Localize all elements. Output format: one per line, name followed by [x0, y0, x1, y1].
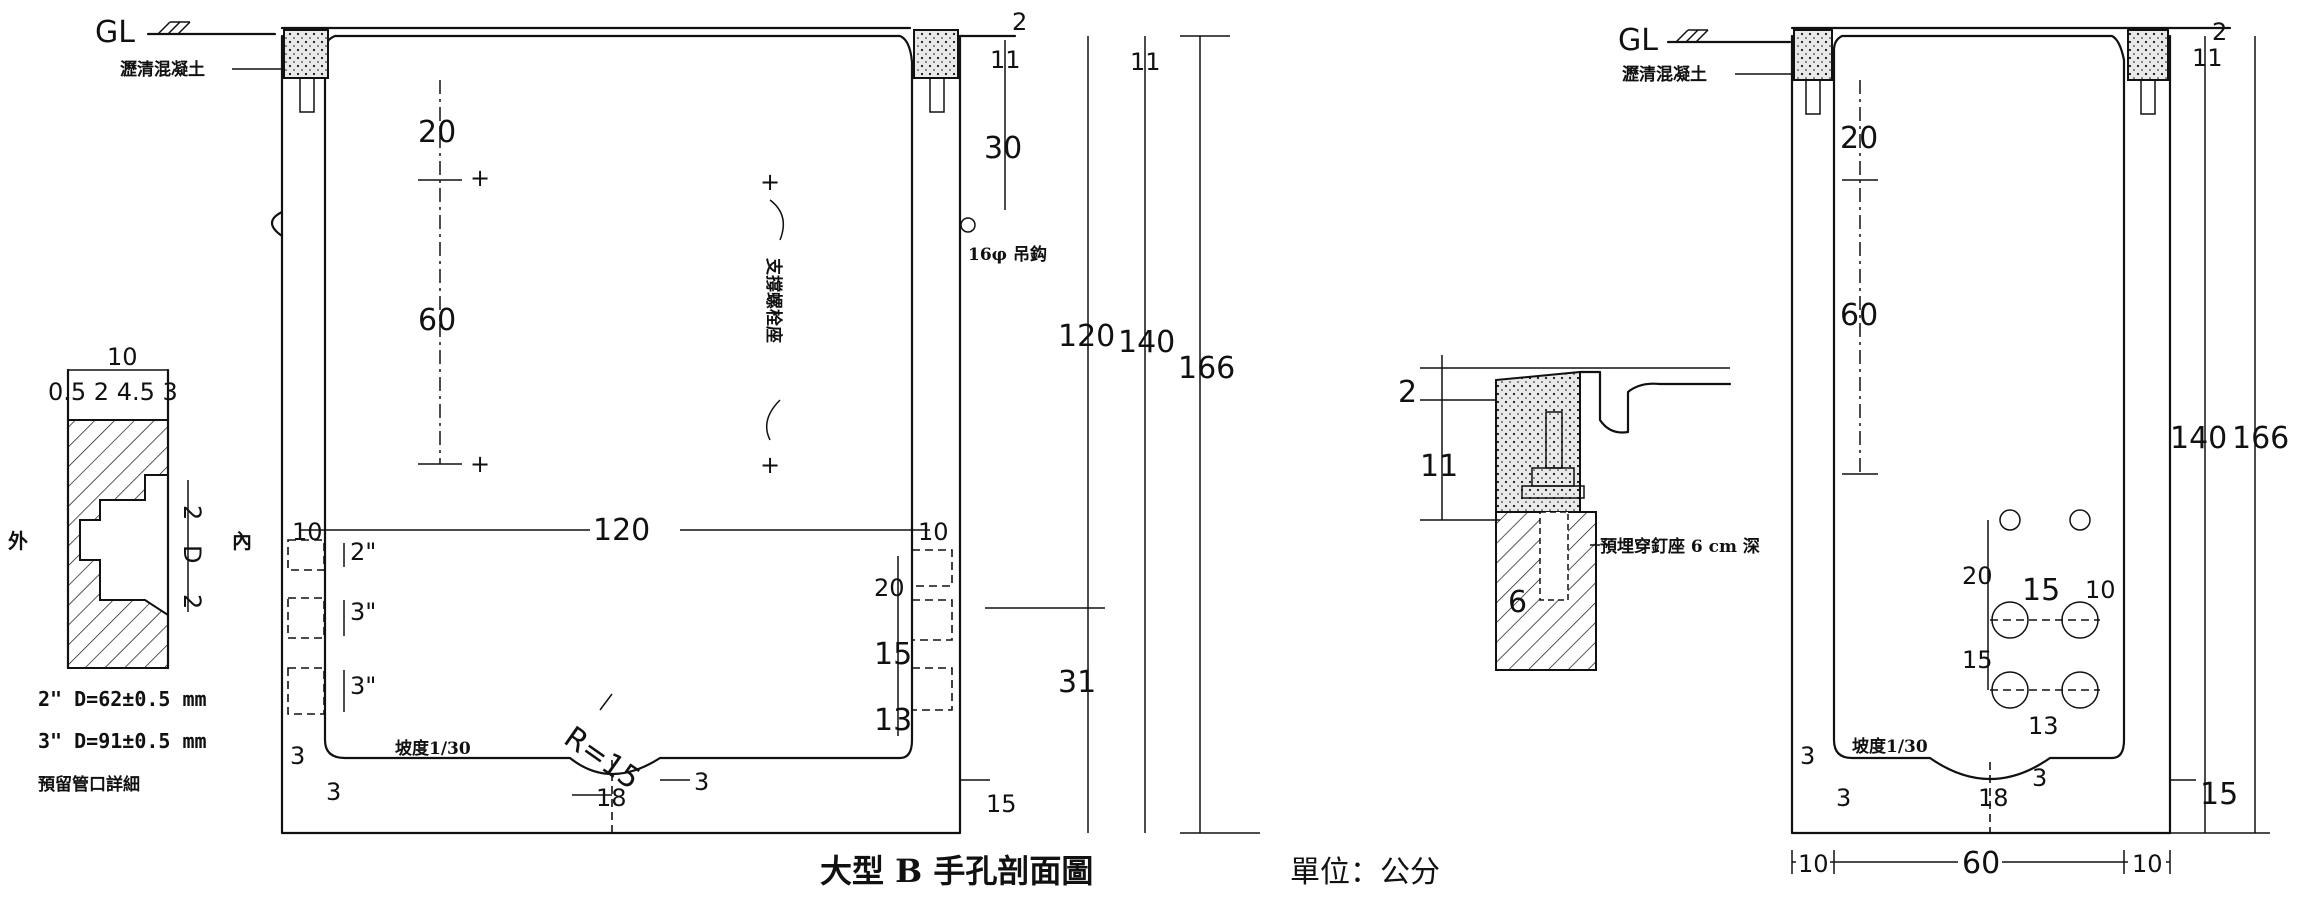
outside-label: 外	[8, 529, 28, 553]
right-outer-wall	[1790, 34, 2172, 835]
grid-dim-13: 13	[2028, 712, 2059, 740]
gl-label-right: GL	[1618, 23, 1658, 58]
anchor-frame	[1578, 370, 1732, 434]
drawing-title: 大型 B 手孔剖面圖	[820, 852, 1093, 890]
dim-140: 140	[1118, 325, 1175, 360]
hook-label: 16φ 吊鈎	[968, 244, 1047, 265]
right-section: GL 瀝清混凝土 20 60	[1618, 18, 2289, 881]
dim-20: 20	[418, 115, 456, 150]
right-dim-20: 20	[1840, 121, 1878, 156]
left-anchor-bolt	[299, 77, 315, 113]
right-dim-20: 20	[874, 574, 905, 602]
inner-cavity	[323, 34, 914, 775]
svg-text:+: +	[470, 450, 490, 478]
anchor-dim-2: 2	[1398, 375, 1417, 410]
right-dim-13: 13	[874, 703, 912, 738]
right-width-10-left: 10	[1798, 850, 1829, 878]
grid-dim-10: 10	[2085, 576, 2116, 604]
right-width-10-right: 10	[2132, 850, 2163, 878]
anchor-label: 預埋穿釘座 6 cm 深	[1600, 536, 1760, 557]
dim-11-b: 11	[1130, 48, 1161, 76]
left-hook-icon	[270, 210, 284, 238]
pipe-detail-caption: 預留管口詳細	[38, 774, 140, 795]
bottom-dim-3c: 3	[694, 768, 709, 796]
pipe-label-3in-a: 3"	[350, 598, 376, 626]
right-dim-11: 11	[2192, 44, 2223, 72]
bottom-dim-3a: 3	[290, 742, 305, 770]
inside-label: 內	[232, 529, 252, 553]
pipe-detail-width-10: 10	[107, 343, 138, 371]
right-dim-15: 15	[874, 637, 912, 672]
svg-text:+: +	[470, 164, 490, 192]
right-bottom-3b: 3	[1836, 784, 1851, 812]
svg-text:+: +	[760, 168, 780, 196]
wall-10-right: 10	[918, 518, 949, 546]
dim-166: 166	[1178, 351, 1235, 386]
left-section: GL 瀝清混凝土 16φ 吊鈎 +	[95, 8, 1260, 835]
asphalt-label-right: 瀝清混凝土	[1622, 64, 1707, 85]
wall-10-left: 10	[292, 518, 323, 546]
slope-label-right: 坡度1/30	[1852, 736, 1928, 757]
bottom-dim-3b: 3	[326, 778, 341, 806]
pipe-label-2in: 2"	[350, 538, 376, 566]
asphalt-label: 瀝清混凝土	[120, 59, 205, 80]
pipe-detail-dim-D: D	[178, 545, 206, 563]
left-pipe-openings: 2" 3" 3"	[287, 538, 376, 715]
dim-30: 30	[984, 131, 1022, 166]
dim-60: 60	[418, 303, 456, 338]
right-bottom-3c: 3	[2032, 764, 2047, 792]
lifting-hook-icon	[960, 217, 976, 233]
pipe-detail-section	[67, 419, 169, 669]
anchor-detail: 2 11 6 預埋穿釘座 6 cm 深	[1398, 355, 1760, 671]
pipe-detail-dim-2b: 2	[178, 594, 206, 609]
ground-hatch-icon	[157, 21, 191, 35]
dim-11-a: 11	[990, 46, 1021, 74]
right-anchor-bolt	[929, 77, 945, 113]
slope-label-left: 坡度1/30	[395, 738, 471, 759]
right-dim-166: 166	[2232, 421, 2289, 456]
dim-31: 31	[1058, 665, 1096, 700]
top-dim-2: 2	[1012, 8, 1027, 36]
spec-2in: 2" D=62±0.5 mm	[38, 687, 207, 711]
right-bottom-15: 15	[2200, 777, 2238, 812]
anchor-dim-6: 6	[1508, 585, 1527, 620]
right-pipe-openings: 20 15 13	[874, 549, 953, 738]
ground-hatch-icon-right	[1675, 29, 1709, 43]
pipe-detail-row-dims: 0.5 2 4.5 3	[48, 378, 178, 406]
right-dim-60: 60	[1840, 298, 1878, 333]
width-120: 120	[593, 513, 650, 548]
outer-wall	[280, 34, 962, 835]
anchor-dim-11: 11	[1420, 449, 1458, 484]
grid-dim-15a: 15	[2022, 573, 2060, 608]
grid-dim-20: 20	[1962, 562, 1993, 590]
right-bottom-18: 18	[1978, 784, 2009, 812]
right-top-dim-2: 2	[2212, 18, 2227, 46]
right-pipe-opening-grid: 20 15 10 15 13	[1962, 509, 2116, 740]
pipe-detail-dim-2: 2	[178, 505, 206, 520]
pipe-label-3in-b: 3"	[350, 672, 376, 700]
bottom-dim-15: 15	[986, 790, 1017, 818]
bottom-dim-18: 18	[596, 784, 627, 812]
right-dim-140: 140	[2170, 421, 2227, 456]
gl-label: GL	[95, 15, 135, 50]
spec-3in: 3" D=91±0.5 mm	[38, 729, 207, 753]
svg-text:+: +	[760, 451, 780, 479]
bracket-label: 支撐螺栓座	[763, 258, 784, 343]
right-bottom-3a: 3	[1800, 742, 1815, 770]
dim-120-vertical: 120	[1058, 319, 1115, 354]
grid-dim-15b: 15	[1962, 646, 1993, 674]
pipe-detail: 10 0.5 2 4.5 3 外 內 2 D 2 2" D=62±0.5 mm …	[8, 343, 252, 795]
right-width-60: 60	[1962, 846, 2000, 881]
unit-label: 單位：公分	[1290, 855, 1440, 890]
right-inner-cavity	[1832, 34, 2126, 781]
